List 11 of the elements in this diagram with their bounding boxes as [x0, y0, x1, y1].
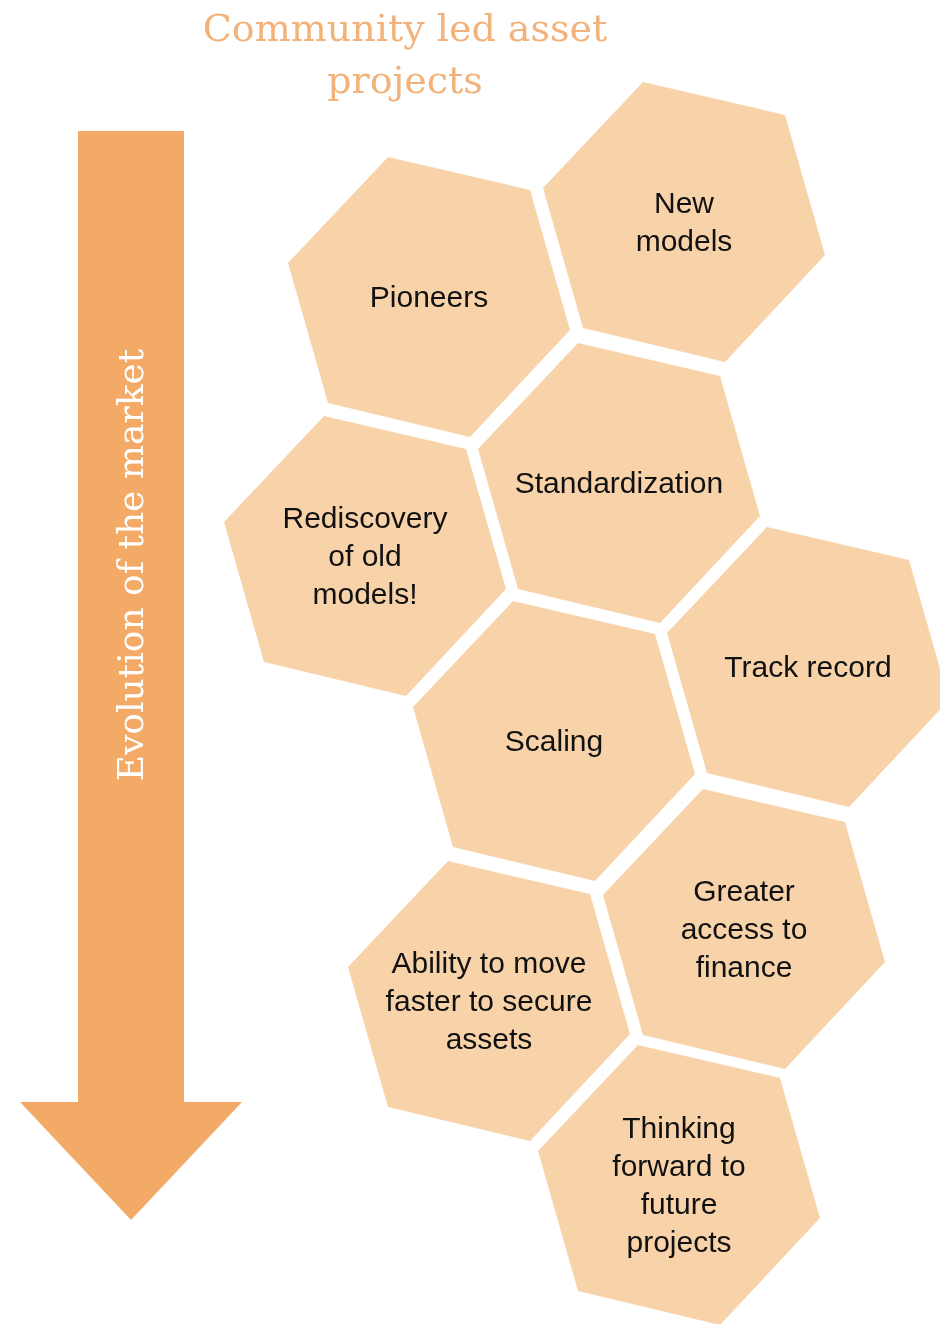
hexagon-label: Track record — [723, 649, 893, 685]
arrow-label: Evolution of the market — [109, 347, 152, 784]
hexagon-label: Thinking forward to future projects — [611, 1110, 747, 1260]
title: Community led asset projects — [201, 5, 609, 104]
hexagon-label: Scaling — [503, 723, 605, 759]
hexagon-label: New models — [634, 185, 734, 259]
hexagon-label: Standardization — [513, 465, 725, 501]
hexagon-label: Greater access to finance — [679, 873, 809, 985]
hexagon-label: Ability to move faster to secure assets — [385, 945, 593, 1057]
hexagon-label: Pioneers — [368, 279, 490, 315]
hexagon-label: Rediscovery of old models! — [281, 500, 449, 612]
